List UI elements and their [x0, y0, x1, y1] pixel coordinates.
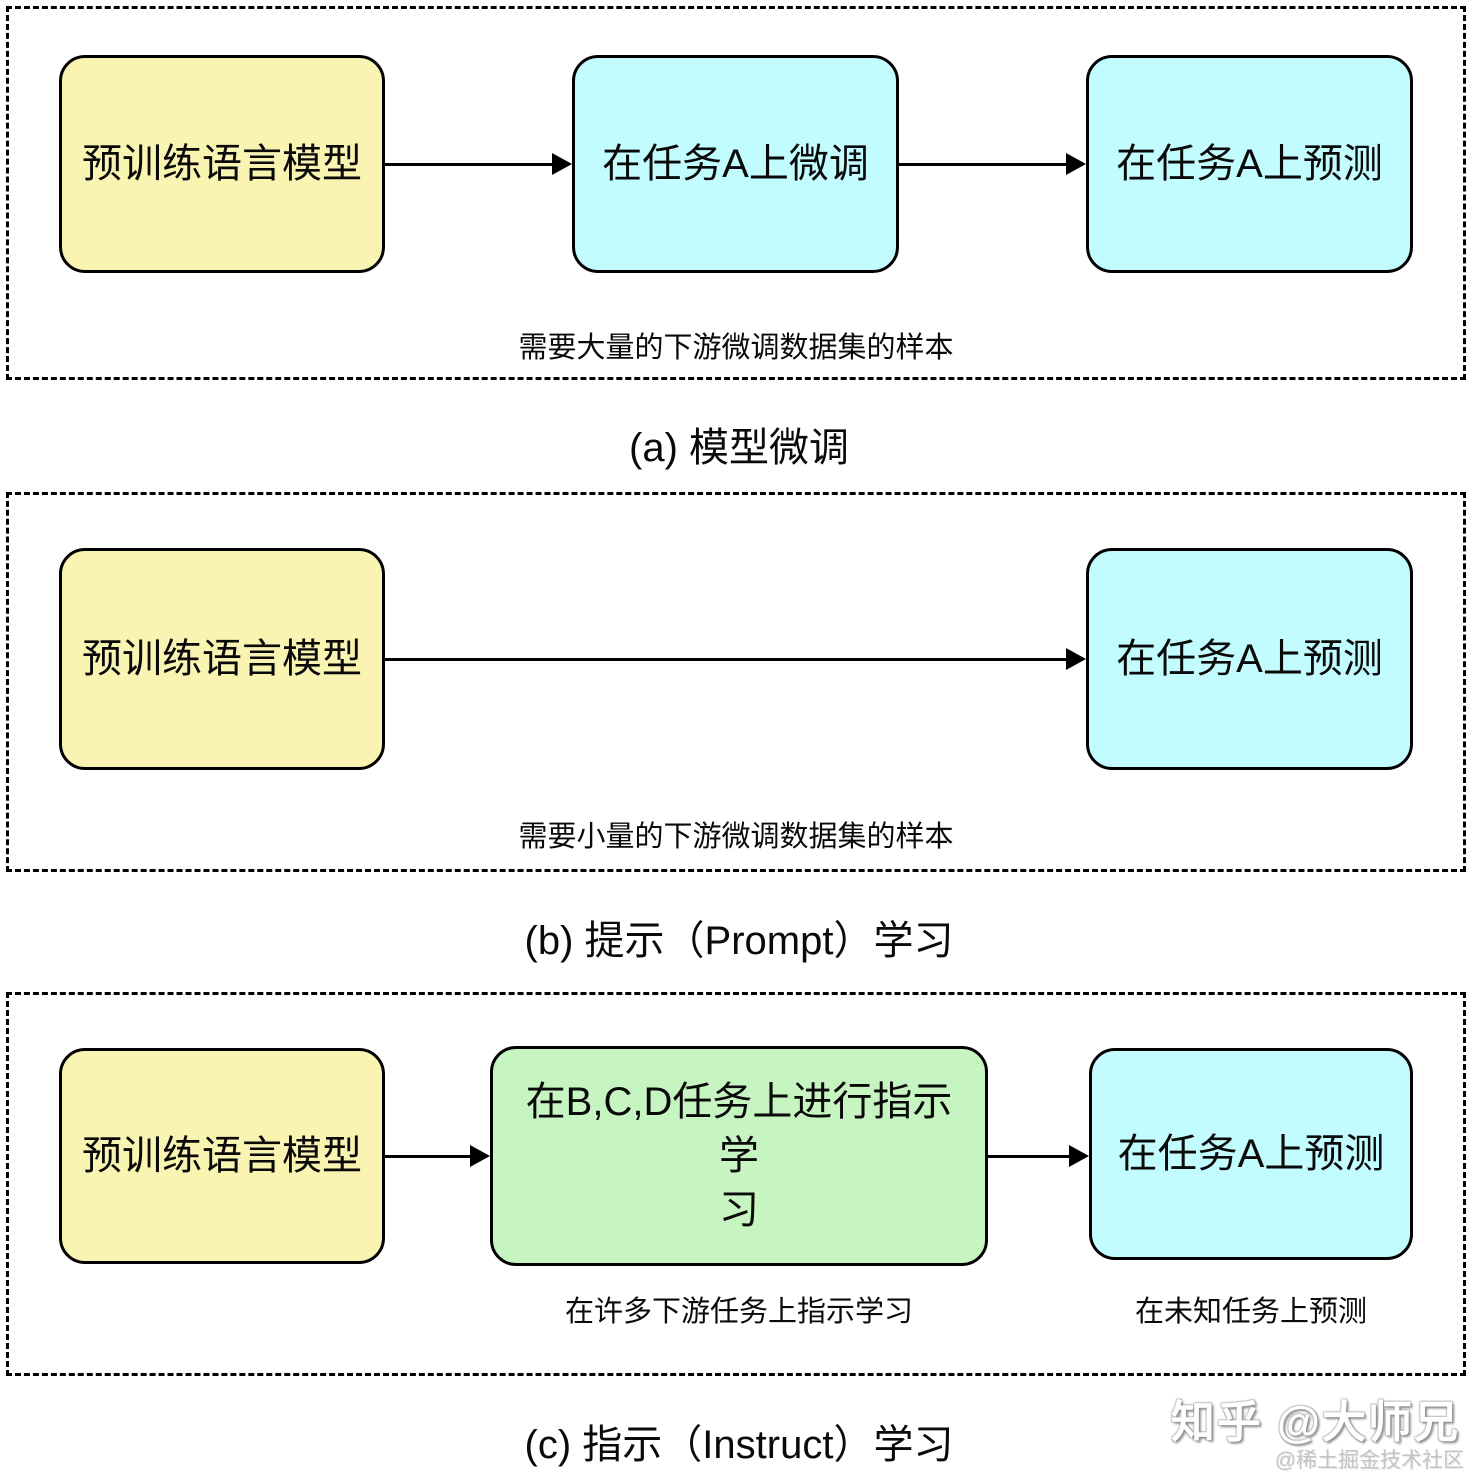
box-pretrained-model-b: 预训练语言模型 — [59, 548, 385, 770]
section-c-caption-predict: 在未知任务上预测 — [1134, 1296, 1367, 1328]
box-predict-task-a-c: 在任务A上预测 — [1089, 1048, 1413, 1260]
section-c-caption-instruct: 在许多下游任务上指示学习 — [564, 1296, 913, 1328]
box-pretrained-model-a-label: 预训练语言模型 — [82, 142, 362, 186]
arrow-shaft — [899, 162, 1070, 166]
section-c-panel: 预训练语言模型 在B,C,D任务上进行指示学 习 在任务A上预测 在许多下游任务… — [6, 992, 1466, 1376]
arrowhead-icon — [1066, 648, 1086, 670]
box-instruct-learning-bcd-label: 在B,C,D任务上进行指示学 习 — [525, 1080, 953, 1232]
arrow-a-finetune-to-predict — [899, 153, 1086, 175]
arrow-shaft — [385, 162, 556, 166]
box-predict-task-a-b: 在任务A上预测 — [1086, 548, 1413, 770]
arrowhead-icon — [552, 153, 572, 175]
arrow-c-instruct-to-predict — [988, 1145, 1089, 1167]
watermark-zhihu: 知乎 @大师兄 — [1170, 1398, 1460, 1447]
box-predict-task-a-b-label: 在任务A上预测 — [1116, 637, 1383, 681]
arrowhead-icon — [1066, 153, 1086, 175]
box-pretrained-model-a: 预训练语言模型 — [59, 55, 385, 273]
section-b-panel: 预训练语言模型 在任务A上预测 需要小量的下游微调数据集的样本 — [6, 492, 1466, 872]
arrow-a-pretrain-to-finetune — [385, 153, 572, 175]
box-pretrained-model-c-label: 预训练语言模型 — [82, 1134, 362, 1178]
box-predict-task-a-c-label: 在任务A上预测 — [1117, 1132, 1385, 1176]
arrow-shaft — [385, 1154, 474, 1158]
arrowhead-icon — [1069, 1145, 1089, 1167]
section-a-panel: 预训练语言模型 在任务A上微调 在任务A上预测 需要大量的下游微调数据集的样本 — [6, 6, 1466, 380]
box-predict-task-a-label: 在任务A上预测 — [1116, 142, 1383, 186]
section-a-caption: 需要大量的下游微调数据集的样本 — [518, 332, 954, 364]
section-b-title: (b) 提示（Prompt）学习 — [524, 919, 954, 963]
arrow-shaft — [988, 1154, 1073, 1158]
arrow-b-pretrain-to-predict — [385, 648, 1086, 670]
box-instruct-learning-bcd: 在B,C,D任务上进行指示学 习 — [490, 1046, 988, 1266]
arrow-c-pretrain-to-instruct — [385, 1145, 490, 1167]
arrowhead-icon — [470, 1145, 490, 1167]
box-finetune-task-a-label: 在任务A上微调 — [602, 142, 869, 186]
section-a-title: (a) 模型微调 — [629, 426, 849, 470]
section-b-caption: 需要小量的下游微调数据集的样本 — [518, 821, 954, 853]
box-finetune-task-a: 在任务A上微调 — [572, 55, 899, 273]
box-pretrained-model-b-label: 预训练语言模型 — [82, 637, 362, 681]
box-pretrained-model-c: 预训练语言模型 — [59, 1048, 385, 1264]
arrow-shaft — [385, 657, 1070, 661]
watermark-juejin: @稀土掘金技术社区 — [1274, 1449, 1464, 1472]
section-c-title: (c) 指示（Instruct）学习 — [524, 1423, 954, 1467]
box-predict-task-a: 在任务A上预测 — [1086, 55, 1413, 273]
